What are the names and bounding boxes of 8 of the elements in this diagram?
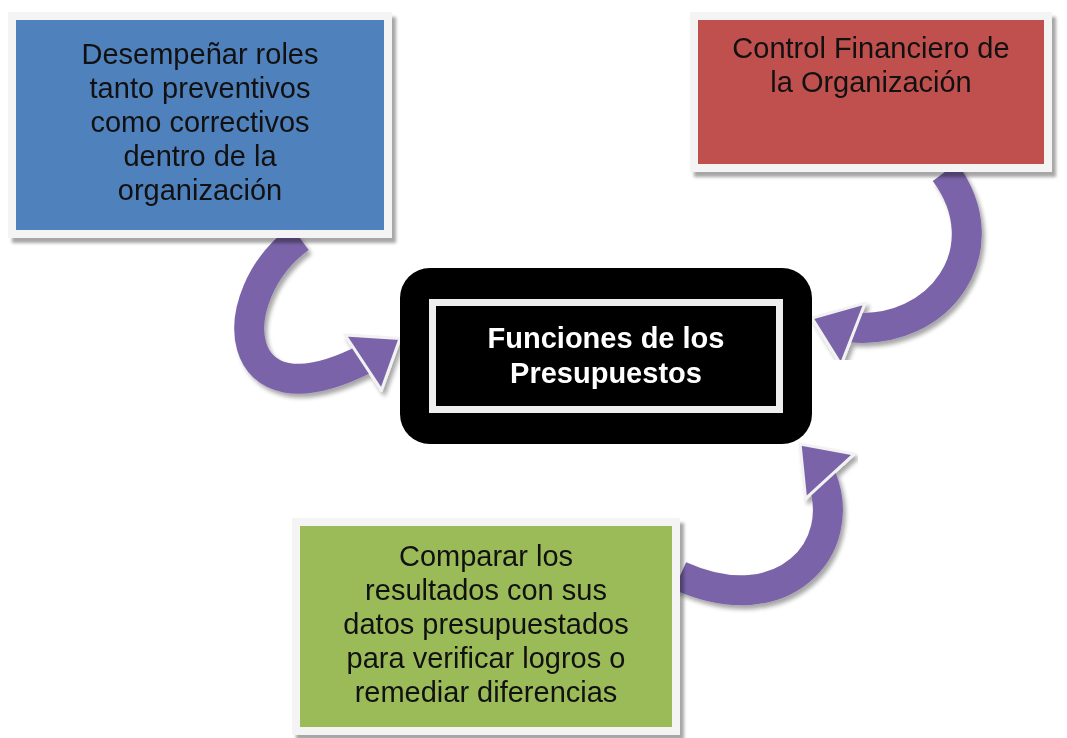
- process-box: [690, 12, 1052, 172]
- process-box: [292, 518, 680, 735]
- process-box: [8, 12, 392, 238]
- box-text: Desempeñar roles tanto preventivos como correctivos dentro de la organización: [80, 38, 320, 208]
- box-text: Comparar los resultados con sus datos presupuestados para verificar logros o remediar diferencias: [342, 540, 630, 710]
- box-text: Funciones de los Presupuestos: [486, 321, 726, 391]
- box-text: Control Financiero de la Organización: [731, 32, 1011, 100]
- central-box: [400, 268, 812, 444]
